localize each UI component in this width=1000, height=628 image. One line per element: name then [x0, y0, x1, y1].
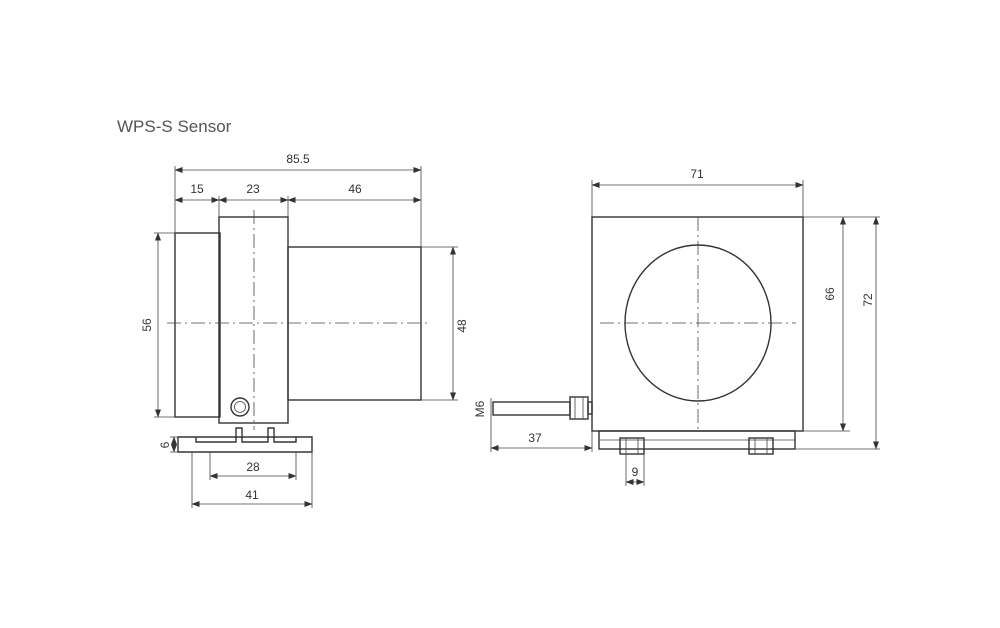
dim-body-diameter: 48: [455, 319, 469, 333]
drum-housing: [174, 232, 221, 418]
mounting-screw-icon: [230, 397, 250, 417]
sensor-body: [287, 246, 422, 401]
dim-rail-thickness: 6: [158, 441, 172, 448]
mounting-rail: [177, 436, 313, 453]
dim-segment-1: 15: [190, 182, 204, 196]
side-view: 85.5 15 23 46 56 48 6 28 41: [140, 152, 469, 508]
clamp-left: [619, 437, 645, 455]
cable-connector: [492, 396, 593, 420]
dim-clamp-width: 9: [632, 465, 639, 479]
dim-overall-height: 72: [861, 293, 875, 307]
dim-segment-3: 46: [348, 182, 362, 196]
clamp-block: [218, 216, 289, 424]
dim-rail-outer: 41: [245, 488, 259, 502]
drawing-title: WPS-S Sensor: [117, 117, 232, 136]
dim-segment-2: 23: [246, 182, 260, 196]
dim-flange-height: 66: [823, 287, 837, 301]
dim-thread: M6: [473, 400, 487, 417]
rail-slot: [195, 427, 297, 443]
dim-total-length: 85.5: [286, 152, 310, 166]
dim-housing-height: 56: [140, 318, 154, 332]
front-view: 71 66 72 M6 37 9: [473, 167, 880, 486]
dim-rail-inner: 28: [246, 460, 260, 474]
dim-connector-length: 37: [528, 431, 542, 445]
dim-housing-width: 71: [690, 167, 704, 181]
clamp-right: [748, 437, 774, 455]
